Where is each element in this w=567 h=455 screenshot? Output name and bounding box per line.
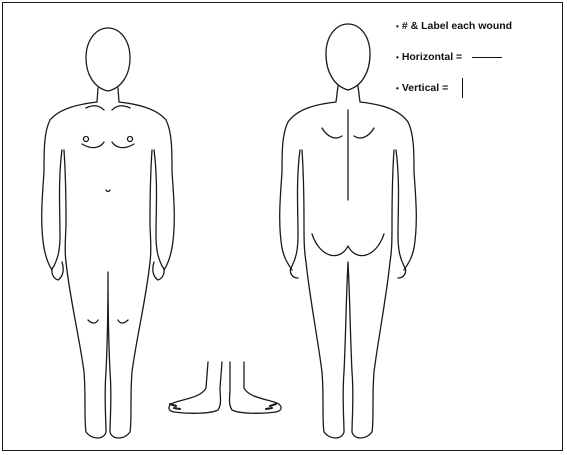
front-left-nipple [84,137,89,142]
horizontal-line-symbol [472,57,502,58]
front-body-sides [64,150,152,262]
front-right-nipple [128,137,133,142]
front-head [86,28,130,91]
front-navel [106,190,110,192]
toes [170,404,276,409]
front-pectorals [82,142,134,148]
legend-text-label-wounds: # & Label each wound [402,20,512,32]
legend-text-vertical: Vertical = [402,82,448,94]
vertical-line-symbol [462,78,463,98]
front-right-arm [153,150,164,280]
front-neck [97,88,119,102]
legend-bullet: • [396,84,399,93]
back-head [326,24,370,90]
front-left-arm [52,150,63,280]
legend-bullet: • [396,53,399,62]
feet-soles [169,362,281,413]
front-torso-outline [42,102,175,270]
legend-item-label-wounds: • # & Label each wound [396,20,512,32]
legend-bullet: • [396,22,399,31]
legend-text-horizontal: Horizontal = [402,51,462,63]
front-legs [66,262,150,438]
front-view-body [42,28,175,438]
front-clavicles [86,106,130,110]
legend-item-horizontal: • Horizontal = [396,51,502,63]
back-neck [336,86,360,102]
back-legs [306,262,390,438]
back-buttocks [312,234,384,256]
legend-item-vertical: • Vertical = [396,78,463,98]
